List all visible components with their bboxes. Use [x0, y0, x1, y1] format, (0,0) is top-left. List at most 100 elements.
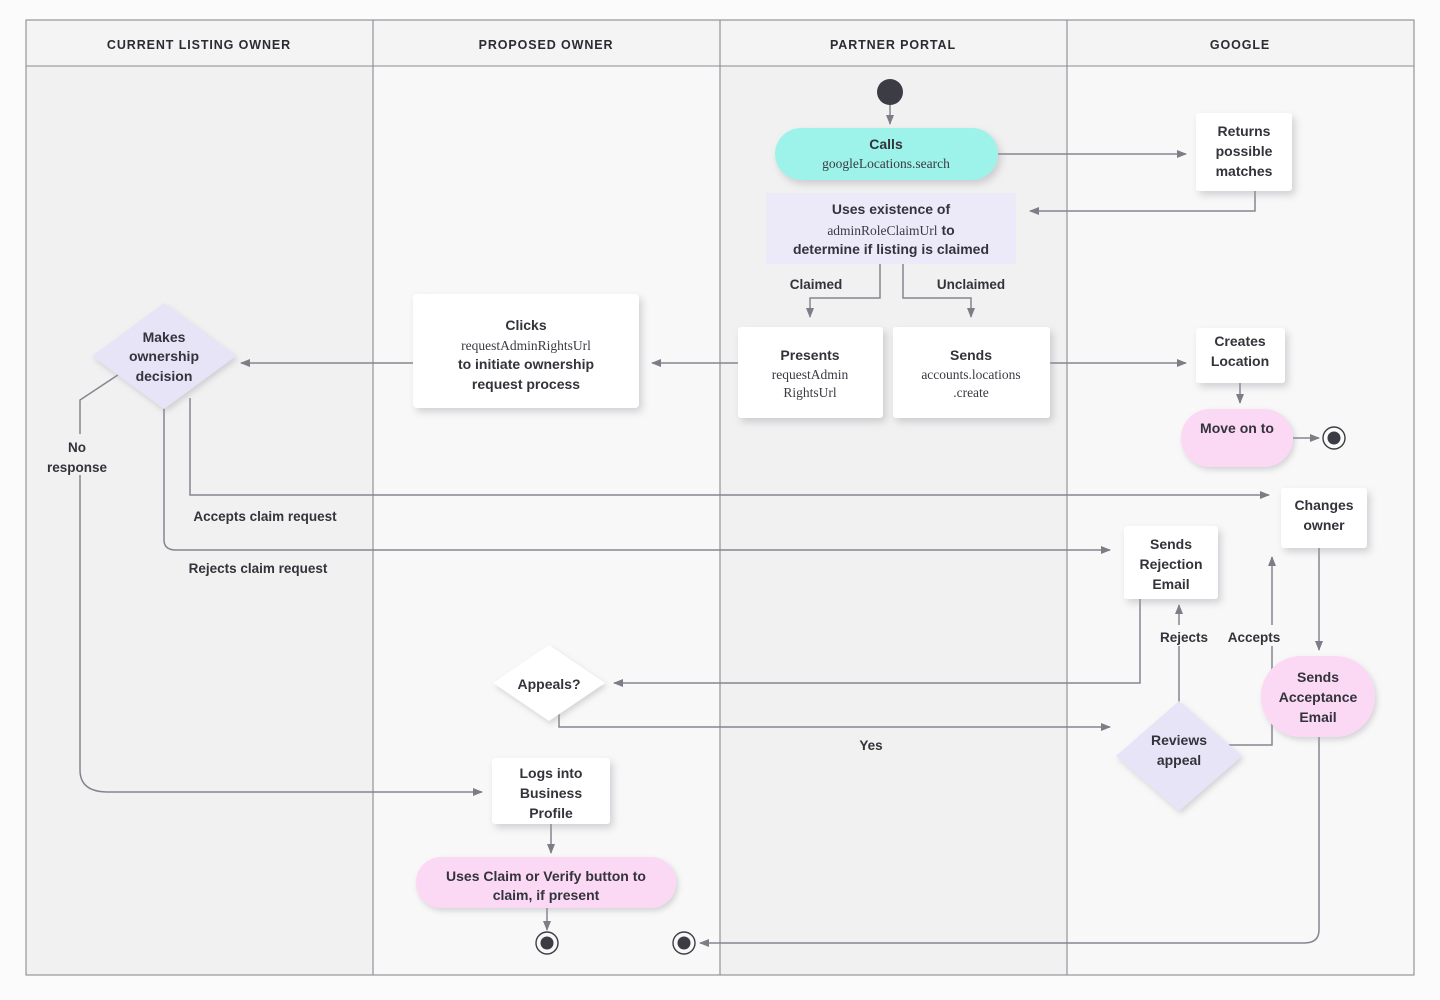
- node-shape: [416, 857, 676, 908]
- edge-label-no-response-line-1: No: [68, 440, 86, 455]
- node-shape: [893, 327, 1050, 418]
- uses-existence-line-2: adminRoleClaimUrl to: [827, 222, 954, 238]
- edge-acceptance-email-to-end: [699, 737, 1320, 947]
- edge-label-yes-bg: [855, 733, 887, 754]
- logs-into-line-3: Profile: [529, 805, 573, 821]
- edge-label-yes: Yes: [859, 738, 882, 753]
- node-sends-rejection-email[interactable]: [1124, 526, 1218, 599]
- edge-layer: [79, 103, 1323, 947]
- end-node-claim-verify: [535, 931, 559, 955]
- changes-owner-line-2: owner: [1303, 517, 1345, 533]
- edge-label-rejects-claim-request: Rejects claim request: [189, 561, 328, 576]
- lane-title-google: GOOGLE: [1210, 38, 1270, 52]
- end-circle-inner-icon: [677, 936, 691, 950]
- node-presents-request-admin-rights-url[interactable]: [738, 327, 883, 418]
- lane-title-proposed-owner: PROPOSED OWNER: [479, 38, 614, 52]
- start-node: [877, 79, 903, 105]
- edge-uses-existence-to-presents: [806, 264, 881, 318]
- edge-label-unclaimed-bg: [925, 272, 1017, 293]
- node-uses-claim-or-verify-button[interactable]: [416, 857, 676, 908]
- returns-line-1: Returns: [1218, 123, 1271, 139]
- edge-no-response: [79, 362, 483, 796]
- swimlane-separators: [25, 19, 1415, 976]
- edge-returns-to-uses-existence: [1029, 183, 1256, 215]
- edge-label-accepts-claim-request: Accepts claim request: [193, 509, 337, 524]
- edge-label-claimed-bg: [779, 272, 853, 293]
- reviews-appeal-line-2: appeal: [1157, 752, 1201, 768]
- node-shape: [492, 758, 610, 824]
- node-shape: [413, 294, 639, 408]
- node-shape: [1196, 328, 1285, 383]
- edge-label-no-response-line-2: response: [47, 460, 108, 475]
- acceptance-email-line-3: Email: [1299, 709, 1336, 725]
- node-shape: [1124, 526, 1218, 599]
- node-shape: [493, 645, 605, 721]
- end-circle-inner-icon: [1327, 431, 1341, 445]
- appeals-label: Appeals?: [517, 676, 580, 692]
- end-node-acceptance: [672, 931, 696, 955]
- sends-create-line-1: Sends: [950, 347, 992, 363]
- presents-line-2: requestAdmin: [772, 367, 849, 382]
- node-shape: [92, 303, 236, 409]
- claim-verify-line-2: claim, if present: [493, 887, 600, 903]
- node-shape: [1261, 656, 1375, 737]
- edge-label-rejects-bg: [1152, 625, 1216, 646]
- node-shape: [1281, 488, 1367, 548]
- node-appeals-decision[interactable]: [493, 645, 605, 721]
- calls-line-1: Calls: [869, 136, 903, 152]
- move-on-to-label: Move on to: [1200, 420, 1274, 436]
- creates-location-line-1: Creates: [1214, 333, 1266, 349]
- edge-label-no-response-bg: [40, 434, 115, 475]
- edge-rejection-email-to-appeals: [613, 599, 1141, 687]
- edge-label-claimed: Claimed: [790, 277, 843, 292]
- node-shape: [1181, 409, 1293, 467]
- node-clicks-request-admin-rights-url[interactable]: [413, 294, 639, 408]
- node-reviews-appeal[interactable]: [1116, 701, 1242, 811]
- presents-line-3: RightsUrl: [783, 385, 837, 400]
- node-sends-accounts-locations-create[interactable]: [893, 327, 1050, 418]
- changes-owner-line-1: Changes: [1294, 497, 1353, 513]
- diagram-frame: [25, 19, 1415, 976]
- edge-label-accepts: Accepts: [1228, 630, 1281, 645]
- node-move-on-to[interactable]: [1181, 409, 1293, 467]
- node-sends-acceptance-email[interactable]: [1261, 656, 1375, 737]
- uses-existence-line-3: determine if listing is claimed: [793, 241, 989, 257]
- node-calls-google-locations-search[interactable]: [775, 128, 998, 180]
- node-logs-into-business-profile[interactable]: [492, 758, 610, 824]
- creates-location-line-2: Location: [1211, 353, 1269, 369]
- edge-appeals-yes-to-reviews: [558, 712, 1111, 731]
- lane-body-proposed-owner: [373, 20, 720, 975]
- edge-label-rejects: Rejects: [1160, 630, 1208, 645]
- returns-line-3: matches: [1216, 163, 1273, 179]
- calls-line-2: googleLocations.search: [822, 156, 950, 171]
- node-changes-owner[interactable]: [1281, 488, 1367, 548]
- makes-decision-line-1: Makes: [143, 329, 186, 345]
- rejection-email-line-2: Rejection: [1139, 556, 1202, 572]
- node-shape: [1196, 113, 1292, 191]
- node-returns-possible-matches[interactable]: [1196, 113, 1292, 191]
- logs-into-line-2: Business: [520, 785, 582, 801]
- sends-create-line-3: .create: [953, 385, 989, 400]
- rejection-email-line-1: Sends: [1150, 536, 1192, 552]
- start-circle-icon: [877, 79, 903, 105]
- logs-into-line-1: Logs into: [520, 765, 583, 781]
- makes-decision-line-2: ownership: [129, 348, 199, 364]
- edge-label-accepts-bg: [1220, 625, 1288, 646]
- node-uses-existence-of-admin-role-claim-url[interactable]: [766, 193, 1016, 264]
- node-makes-ownership-decision[interactable]: [92, 303, 236, 409]
- makes-decision-line-3: decision: [136, 368, 193, 384]
- lane-body-current-listing-owner: [26, 20, 373, 975]
- end-circle-inner-icon: [540, 936, 554, 950]
- lane-title-partner-portal: PARTNER PORTAL: [830, 38, 956, 52]
- uses-existence-line-1: Uses existence of: [832, 201, 951, 217]
- node-shape: [766, 193, 1016, 264]
- end-node-move-on-to: [1322, 426, 1346, 450]
- reviews-appeal-line-1: Reviews: [1151, 732, 1207, 748]
- returns-line-2: possible: [1216, 143, 1273, 159]
- clicks-line-4: request process: [472, 376, 580, 392]
- clicks-line-1: Clicks: [505, 317, 546, 333]
- node-creates-location[interactable]: [1196, 328, 1285, 383]
- edge-label-rejects-claim-bg: [173, 556, 343, 577]
